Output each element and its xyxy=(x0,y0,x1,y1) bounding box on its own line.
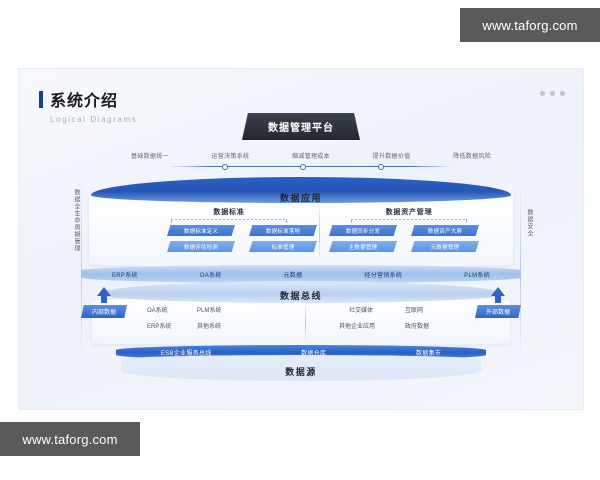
dot-1 xyxy=(540,91,545,96)
goal-connector-dot xyxy=(222,164,228,170)
application-band xyxy=(91,177,511,203)
goal-label-row: 基础数据统一 运营决策系统 缩减管理成本 提升数据价值 降低数据风险 xyxy=(131,151,491,160)
more-options-icon[interactable] xyxy=(540,91,565,96)
goal-item: 缩减管理成本 xyxy=(292,154,330,160)
card-header: 系统介绍 Logical Diagrams xyxy=(39,87,137,124)
chip-data-assessment[interactable]: 数据评估检测 xyxy=(167,241,235,252)
watermark-bottom: www.taforg.com xyxy=(0,422,140,456)
bus-label: 数据总线 xyxy=(279,291,322,301)
system-item: 经分营销系统 xyxy=(364,272,403,279)
bus-band xyxy=(99,281,503,303)
right-side-label: 数据安全 xyxy=(526,209,532,237)
title-accent-bar xyxy=(39,90,43,108)
watermark-top-text: www.taforg.com xyxy=(482,17,578,33)
chip-master-data-management[interactable]: 主数据管理 xyxy=(329,241,397,252)
up-arrow-stem-right xyxy=(495,296,501,303)
dot-2 xyxy=(550,91,555,96)
goal-item: 降低数据风险 xyxy=(453,154,491,160)
chip-data-standard-definition[interactable]: 数据标准定义 xyxy=(167,225,235,236)
page-subtitle: Logical Diagrams xyxy=(50,115,138,124)
bus-divider xyxy=(305,301,306,343)
source-label: 数据源 xyxy=(285,367,317,377)
chip-internal-data[interactable]: 内部数据 xyxy=(81,305,127,318)
goal-item: 运营决策系统 xyxy=(211,154,250,160)
left-side-label: 数据全生命周期管理 xyxy=(73,189,79,252)
application-label: 数据应用 xyxy=(279,193,322,203)
internal-item: PLM系统 xyxy=(197,308,222,314)
section-title-data-standard: 数据标准 xyxy=(213,209,245,216)
goal-item: 提升数据价值 xyxy=(372,154,411,160)
external-item: 其他企业应用 xyxy=(339,324,376,330)
watermark-top: www.taforg.com xyxy=(460,8,600,42)
chip-data-asset-dashboard[interactable]: 数据资产大屏 xyxy=(411,225,479,236)
chip-metadata-management[interactable]: 元数据管理 xyxy=(411,241,479,252)
systems-strip: ERP系统 OA系统 元数据 经分营销系统 PLM系统 xyxy=(81,265,521,283)
system-item: PLM系统 xyxy=(464,272,490,279)
external-item: 社交媒体 xyxy=(349,308,374,314)
storage-item: ESB企业服务总线 xyxy=(160,351,212,357)
internal-item: OA系统 xyxy=(147,308,168,314)
up-arrow-icon-left xyxy=(97,287,111,296)
platform-banner: 数据管理平台 xyxy=(242,113,360,140)
chip-standard-management[interactable]: 标准管理 xyxy=(249,241,317,252)
system-item: 元数据 xyxy=(283,272,303,279)
section-bracket xyxy=(171,219,287,223)
goal-connector-dot xyxy=(300,164,306,170)
diagram-card: 系统介绍 Logical Diagrams 数据管理平台 基础数据统一 运营决策… xyxy=(18,68,584,410)
storage-item: 数据仓库 xyxy=(301,351,327,357)
system-item: ERP系统 xyxy=(111,272,138,279)
bus-deck xyxy=(92,297,510,345)
chip-external-data[interactable]: 外部数据 xyxy=(475,305,521,318)
storage-item: 数据集市 xyxy=(415,351,442,357)
section-divider xyxy=(319,205,320,261)
chip-data-standard-landing[interactable]: 数据标准落地 xyxy=(249,225,317,236)
up-arrow-icon-right xyxy=(491,287,505,296)
source-deck xyxy=(121,355,481,381)
goal-connector-line xyxy=(169,166,453,167)
section-bracket xyxy=(351,219,467,223)
system-item: OA系统 xyxy=(199,272,222,279)
goal-item: 基础数据统一 xyxy=(131,154,169,160)
up-arrow-stem-left xyxy=(101,296,107,303)
chip-data-sync-distribution[interactable]: 数据同步分发 xyxy=(329,225,397,236)
external-item: 政府数据 xyxy=(405,324,430,330)
watermark-bottom-text: www.taforg.com xyxy=(22,431,118,447)
page-title: 系统介绍 xyxy=(50,93,119,110)
internal-item: ERP系统 xyxy=(147,324,172,330)
internal-item: 其他系统 xyxy=(197,324,222,330)
dot-3 xyxy=(560,91,565,96)
section-title-data-asset: 数据资产管理 xyxy=(385,209,433,216)
external-item: 互联网 xyxy=(405,308,424,314)
goal-connector-dot xyxy=(378,164,384,170)
platform-label: 数据管理平台 xyxy=(268,123,334,134)
